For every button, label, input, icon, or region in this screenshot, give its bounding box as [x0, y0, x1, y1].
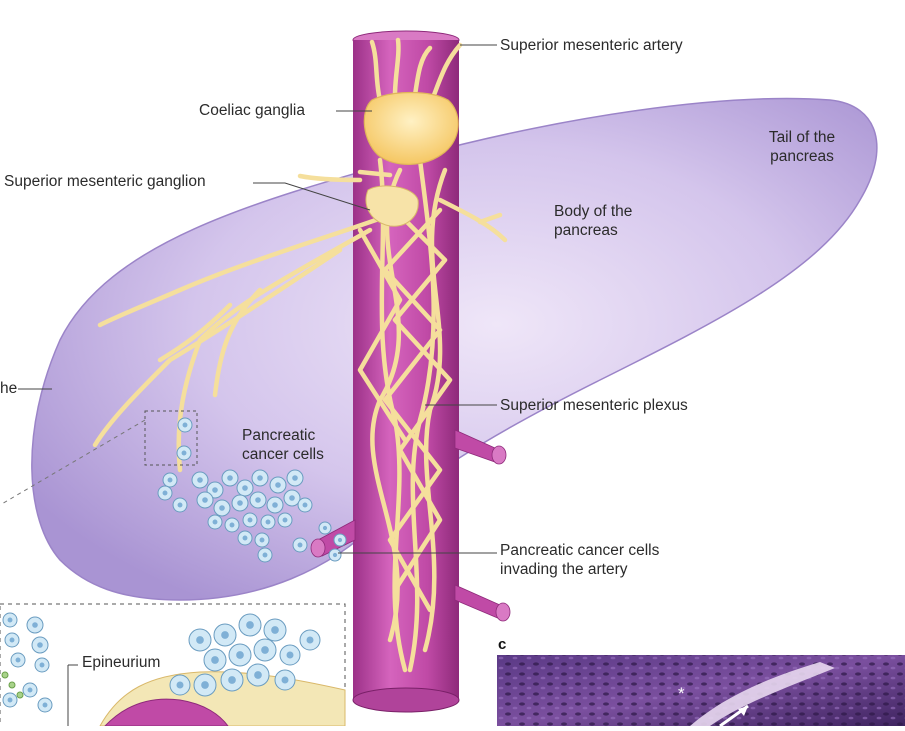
cell-nucleus: [247, 517, 253, 523]
cell-nucleus: [42, 702, 48, 708]
label-cancer-invading-artery: Pancreatic cancer cells invading the art…: [500, 541, 659, 579]
cell-nucleus: [306, 636, 314, 644]
cell-nucleus: [242, 535, 248, 541]
cancer-cell-cluster: [157, 417, 347, 563]
epineurium-inset: [0, 603, 346, 731]
micrograph-star-marker: *: [678, 684, 685, 703]
immune-cell-dot: [8, 681, 16, 689]
label-tail-of-pancreas: Tail of the pancreas: [752, 128, 852, 166]
cell-nucleus: [282, 517, 288, 523]
nerve-plexus: [92, 37, 508, 673]
cell-nucleus: [196, 636, 204, 644]
body-line-2: pancreas: [554, 222, 618, 239]
invading-line-2: invading the artery: [500, 561, 628, 578]
body-line-1: Body of the: [554, 203, 633, 220]
cell-nucleus: [37, 642, 43, 648]
cell-nucleus: [322, 525, 328, 531]
cell-nucleus: [297, 542, 303, 548]
cancer-line-1: Pancreatic: [242, 427, 316, 444]
cell-nucleus: [9, 637, 15, 643]
cell-nucleus: [289, 495, 295, 501]
coeliac-ganglia: [363, 91, 459, 165]
cell-nucleus: [228, 676, 236, 684]
cell-nucleus: [182, 422, 188, 428]
cell-nucleus: [177, 502, 183, 508]
cell-nucleus: [236, 651, 244, 659]
cell-nucleus: [201, 681, 209, 689]
panel-label-c: c: [498, 636, 507, 653]
cell-nucleus: [259, 537, 265, 543]
cancer-line-2: cancer cells: [242, 446, 324, 463]
cell-nucleus: [272, 502, 278, 508]
immune-cell-dot: [16, 691, 24, 699]
label-body-of-pancreas: Body of the pancreas: [554, 202, 632, 240]
cell-nucleus: [27, 687, 33, 693]
cell-nucleus: [7, 617, 13, 623]
label-superior-mesenteric-ganglion: Superior mesenteric ganglion: [4, 173, 206, 190]
cell-nucleus: [219, 505, 225, 511]
micrograph-panel-c: [497, 655, 905, 728]
cell-nucleus: [212, 519, 218, 525]
cell-nucleus: [212, 487, 218, 493]
label-pancreatic-cancer-cells: Pancreatic cancer cells: [242, 426, 324, 464]
cell-nucleus: [162, 490, 168, 496]
label-head-fragment: he: [0, 380, 18, 397]
cell-nucleus: [254, 671, 262, 679]
cell-nucleus: [275, 482, 281, 488]
cell-nucleus: [262, 552, 268, 558]
cell-nucleus: [221, 631, 229, 639]
immune-cell-dot: [1, 671, 9, 679]
tail-line-1: Tail of the: [768, 129, 836, 146]
cell-nucleus: [332, 552, 338, 558]
cell-nucleus: [261, 646, 269, 654]
cell-nucleus: [211, 656, 219, 664]
cell-nucleus: [167, 477, 173, 483]
cell-nucleus: [337, 537, 343, 543]
cell-nucleus: [202, 497, 208, 503]
cell-nucleus: [257, 475, 263, 481]
cell-nucleus: [292, 475, 298, 481]
superior-mesenteric-ganglion: [365, 185, 419, 227]
cell-nucleus: [242, 485, 248, 491]
cell-nucleus: [227, 475, 233, 481]
cell-nucleus: [32, 622, 38, 628]
leader-lines: [18, 44, 497, 554]
magnification-box: [144, 410, 198, 466]
cell-nucleus: [246, 621, 254, 629]
label-coeliac-ganglia: Coeliac ganglia: [199, 102, 305, 119]
cell-nucleus: [176, 681, 184, 689]
cell-nucleus: [15, 657, 21, 663]
cell-nucleus: [229, 522, 235, 528]
tail-line-2: pancreas: [770, 148, 834, 165]
cell-nucleus: [7, 697, 13, 703]
cell-nucleus: [281, 676, 289, 684]
cell-nucleus: [265, 519, 271, 525]
cell-nucleus: [181, 450, 187, 456]
cell-nucleus: [197, 477, 203, 483]
cell-nucleus: [302, 502, 308, 508]
cell-nucleus: [255, 497, 261, 503]
invading-line-1: Pancreatic cancer cells: [500, 542, 660, 559]
cell-nucleus: [286, 651, 294, 659]
label-superior-mesenteric-artery: Superior mesenteric artery: [500, 37, 683, 54]
cell-nucleus: [237, 500, 243, 506]
cell-nucleus: [39, 662, 45, 668]
cell-nucleus: [271, 626, 279, 634]
label-epineurium: Epineurium: [82, 654, 161, 671]
label-superior-mesenteric-plexus: Superior mesenteric plexus: [500, 397, 688, 414]
